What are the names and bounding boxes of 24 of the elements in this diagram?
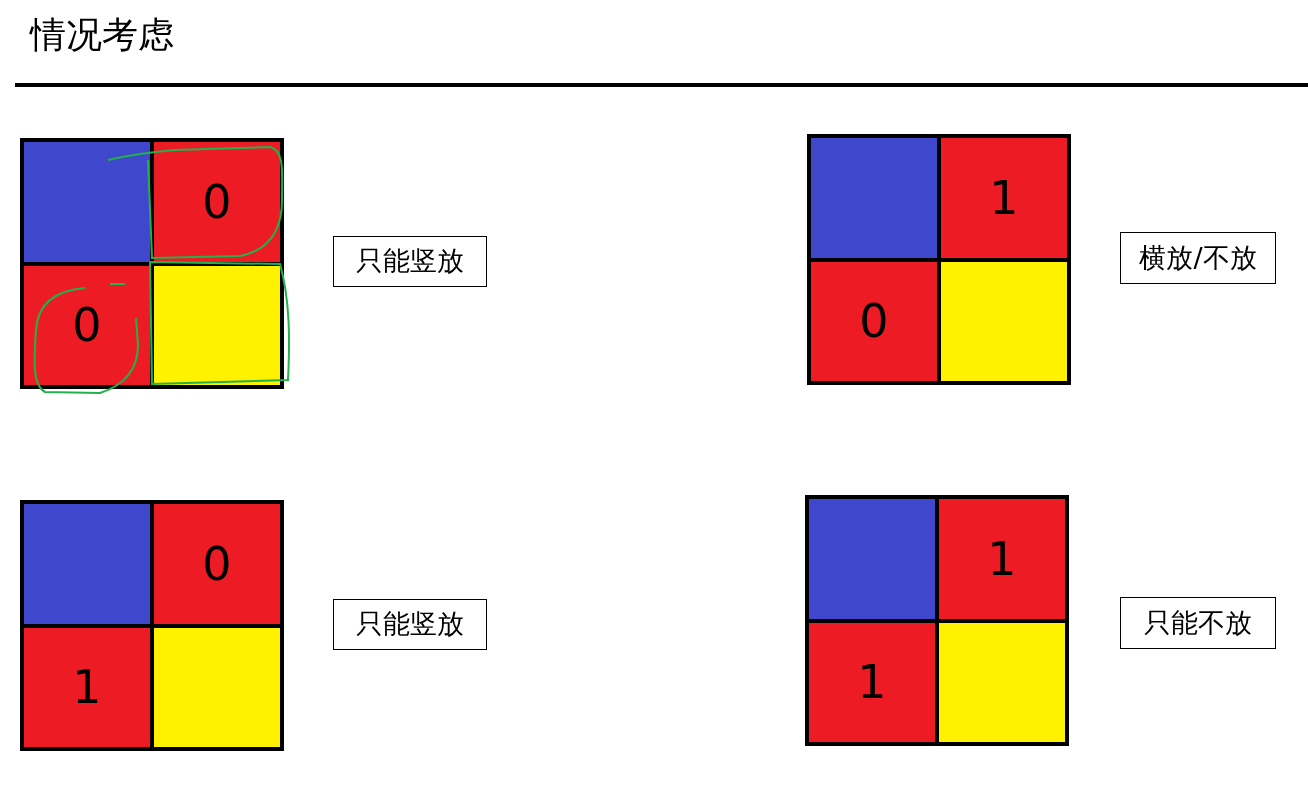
color-cell xyxy=(154,627,280,747)
label-box: 横放/不放 xyxy=(1120,232,1276,284)
color-cell xyxy=(809,499,935,619)
grid-board xyxy=(805,495,1069,746)
color-cell xyxy=(24,142,150,262)
color-cell xyxy=(811,138,937,258)
page-title: 情况考虑 xyxy=(30,13,174,57)
number-cell: 0 xyxy=(154,142,280,262)
color-cell xyxy=(941,261,1067,381)
number-cell: 0 xyxy=(811,261,937,381)
number-cell: 1 xyxy=(24,627,150,747)
number-cell: 1 xyxy=(809,622,935,742)
grid-board xyxy=(20,500,284,751)
color-cell xyxy=(154,265,280,385)
number-cell: 0 xyxy=(154,504,280,624)
label-box: 只能竖放 xyxy=(333,236,487,287)
color-cell xyxy=(24,504,150,624)
color-cell xyxy=(939,622,1065,742)
label-box: 只能竖放 xyxy=(333,599,487,650)
number-cell: 1 xyxy=(939,499,1065,619)
label-box: 只能不放 xyxy=(1120,597,1276,649)
number-cell: 1 xyxy=(941,138,1067,258)
grid-board xyxy=(807,134,1071,385)
number-cell: 0 xyxy=(24,265,150,385)
